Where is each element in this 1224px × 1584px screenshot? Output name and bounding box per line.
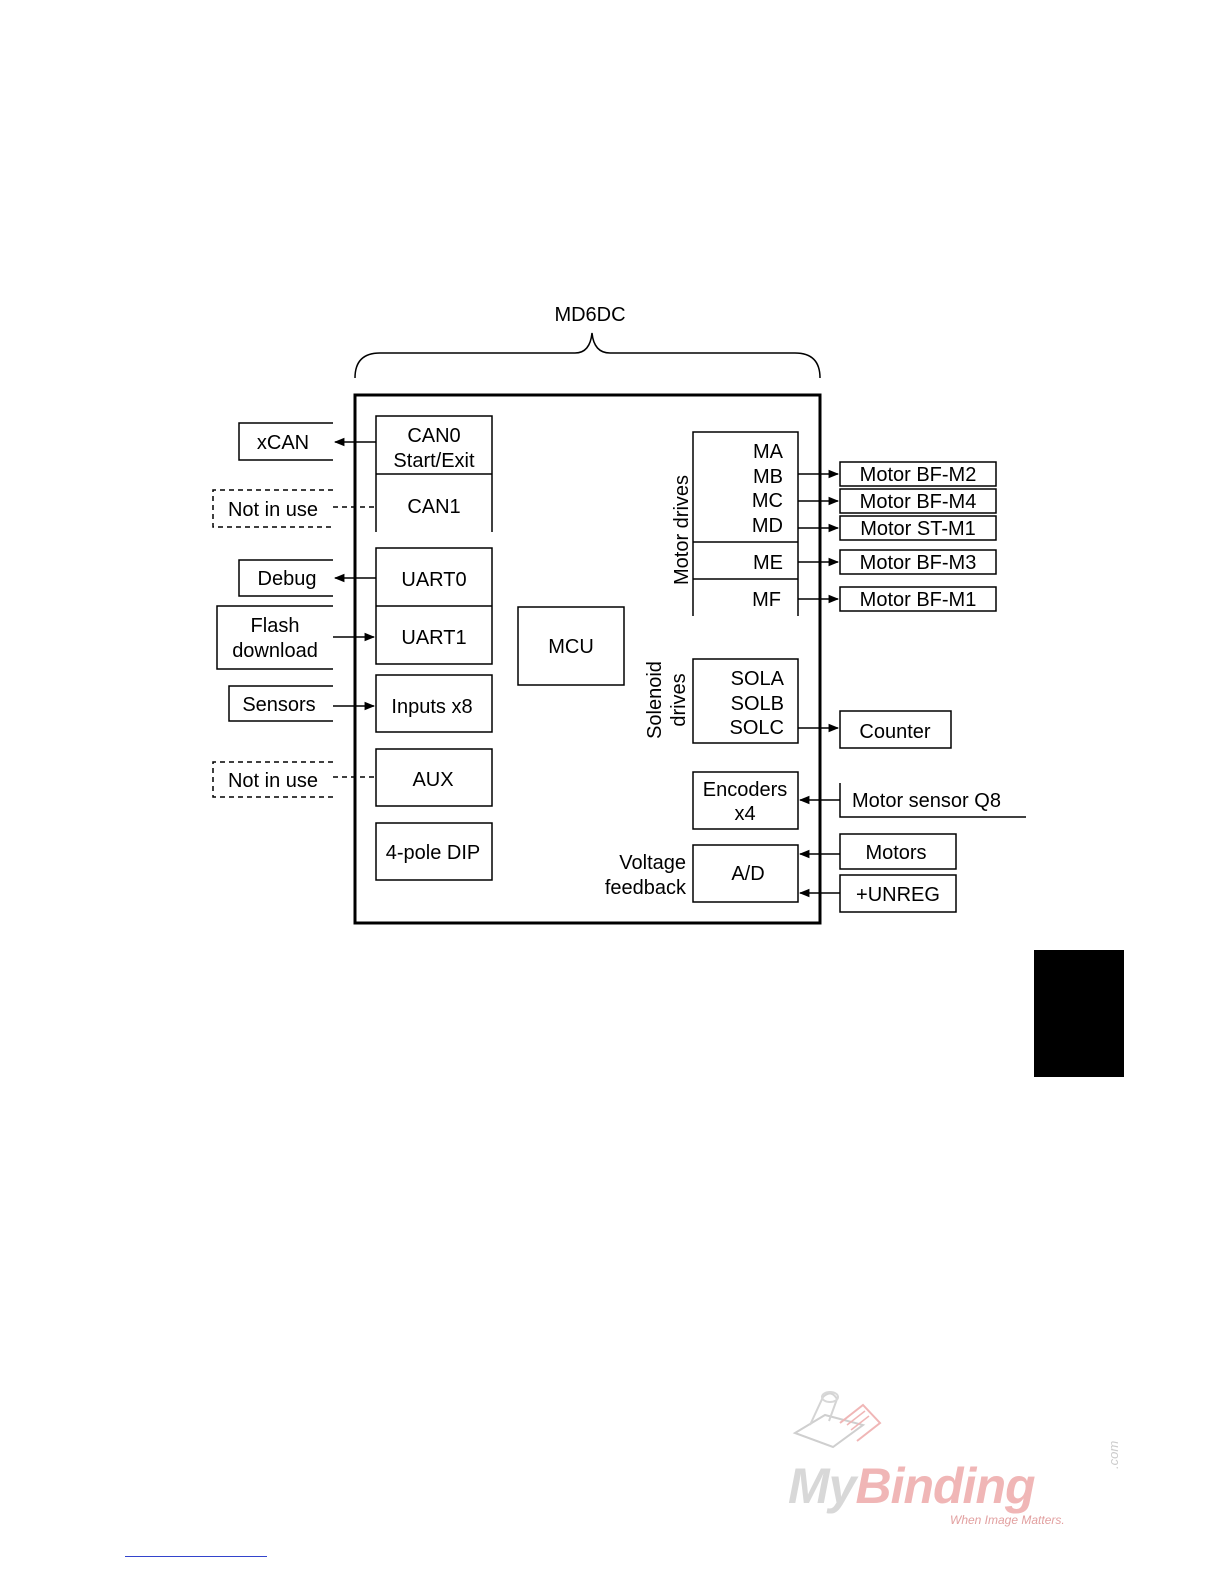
uart0-label: UART0 [401, 569, 466, 591]
watermark-brand-my: My [788, 1458, 856, 1514]
solenoid-label-line2: drives [668, 673, 690, 726]
can1-label: CAN1 [407, 496, 460, 518]
can0-label-line2: Start/Exit [393, 450, 475, 472]
ad-label: A/D [731, 863, 764, 885]
flash-box [216, 605, 333, 670]
solenoid-drives-block: Solenoid drives SOLA SOLB SOLC [644, 658, 799, 744]
motor-bf-m2-box [839, 461, 997, 487]
voltage-label-line1: Voltage [619, 852, 686, 874]
can-block: CAN0 Start/Exit CAN1 [375, 415, 493, 532]
board-label: MD6DC [554, 304, 625, 326]
motor-ma: MA [753, 441, 784, 463]
mcu-block [517, 606, 625, 686]
flash-label-line2: download [232, 640, 318, 662]
motor-bf-m1-box [839, 586, 997, 612]
dip-block [375, 822, 493, 881]
motor-mc: MC [752, 490, 783, 512]
section-tab-marker [1034, 950, 1124, 1077]
motor-bf-m3-label: Motor BF-M3 [860, 552, 977, 574]
xcan-box [238, 422, 333, 461]
binder-icon [792, 1391, 882, 1449]
not-in-use-label-1: Not in use [228, 499, 318, 521]
watermark-logo: MyBinding .com When Image Matters. [780, 1385, 1130, 1535]
sensors-box [228, 685, 333, 722]
board-outline [353, 393, 822, 925]
uart1-label: UART1 [401, 627, 466, 649]
motor-bf-m2-label: Motor BF-M2 [860, 464, 977, 486]
voltage-label-line2: feedback [605, 877, 687, 899]
motor-mb: MB [753, 466, 783, 488]
motors-box [839, 833, 957, 870]
footer-link-underline[interactable] [125, 1556, 267, 1557]
mcu-label: MCU [548, 636, 594, 658]
aux-label: AUX [412, 769, 453, 791]
encoders-label-line2: x4 [734, 803, 755, 825]
watermark-tagline: When Image Matters. [950, 1513, 1065, 1527]
motor-st-m1-box [839, 515, 997, 541]
can0-label-line1: CAN0 [407, 425, 460, 447]
not-in-use-box-2 [212, 761, 333, 798]
flash-label-line1: Flash [251, 615, 300, 637]
motor-drives-block: Motor drives MA MB MC MD ME MF [671, 431, 799, 616]
sol-c: SOLC [730, 717, 784, 739]
unreg-label: +UNREG [856, 884, 940, 906]
counter-box [839, 710, 952, 749]
board-brace [354, 332, 821, 379]
motors-label: Motors [865, 842, 926, 864]
xcan-label: xCAN [257, 432, 309, 454]
motor-me: ME [753, 552, 783, 574]
inputs-block [375, 674, 493, 733]
sol-b: SOLB [731, 693, 784, 715]
motor-bf-m1-label: Motor BF-M1 [860, 589, 977, 611]
inputs-label: Inputs x8 [391, 696, 472, 718]
watermark-brand-binding: Binding [855, 1458, 1035, 1514]
motor-md: MD [752, 515, 783, 537]
debug-label: Debug [258, 568, 317, 590]
motor-bf-m4-label: Motor BF-M4 [860, 491, 977, 513]
motor-bf-m3-box [839, 549, 997, 575]
encoders-label-line1: Encoders [703, 779, 788, 801]
motor-drives-label: Motor drives [671, 475, 693, 585]
not-in-use-label-2: Not in use [228, 770, 318, 792]
aux-block [375, 748, 493, 807]
counter-label: Counter [859, 721, 930, 743]
encoders-block [692, 771, 799, 830]
sol-a: SOLA [731, 668, 785, 690]
solenoid-label-line1: Solenoid [644, 661, 666, 739]
motor-sensor-label: Motor sensor Q8 [852, 790, 1001, 812]
sensors-label: Sensors [242, 694, 315, 716]
dip-label: 4-pole DIP [386, 842, 481, 864]
uart-block: UART0 UART1 [375, 547, 493, 665]
watermark-domain: .com [1106, 1440, 1121, 1469]
debug-box [238, 559, 333, 597]
motor-st-m1-label: Motor ST-M1 [860, 518, 976, 540]
watermark-brand: MyBinding [788, 1457, 1036, 1515]
motor-mf: MF [752, 589, 781, 611]
motor-sensor-box [839, 783, 1026, 818]
ad-block [692, 844, 799, 903]
motor-bf-m4-box [839, 488, 997, 514]
not-in-use-box-1 [212, 489, 333, 528]
